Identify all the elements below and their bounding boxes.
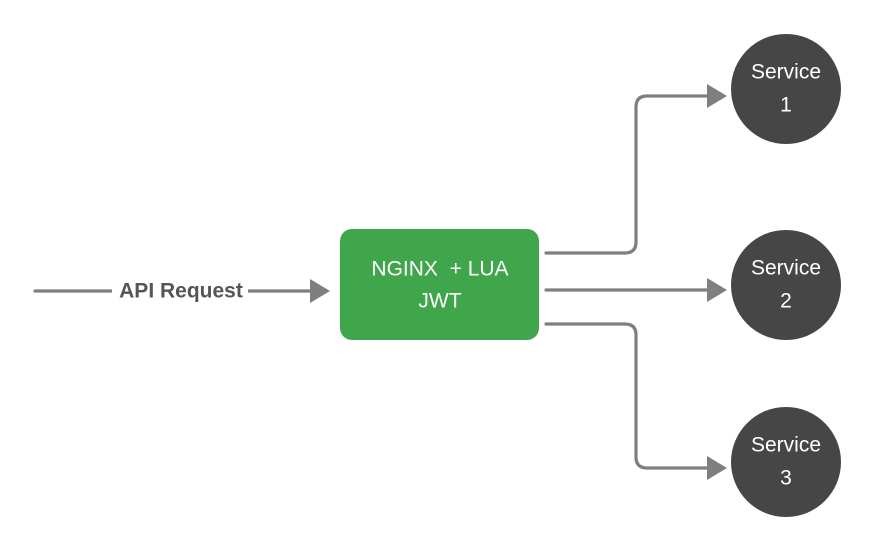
service-3-label-line-2: 3	[780, 467, 792, 490]
service-1-circle	[731, 34, 841, 144]
gateway-node: NGINX + LUA JWT	[340, 229, 539, 340]
service-node-2: Service 2	[731, 230, 841, 340]
api-request-label-background	[112, 274, 248, 308]
gateway-to-service-1-line	[544, 94, 714, 255]
service-2-label-line-1: Service	[751, 257, 821, 280]
api-request-label: API Request	[119, 280, 243, 303]
service-3-label-line-1: Service	[751, 434, 821, 457]
gateway-box	[340, 229, 539, 340]
gateway-to-service-3-edge	[544, 322, 727, 480]
service-2-circle	[731, 230, 841, 340]
gateway-label-line-2: JWT	[418, 290, 461, 313]
api-request-connector: API Request	[33, 274, 330, 308]
gateway-to-service-3-arrowhead	[707, 456, 727, 480]
gateway-to-service-2-edge	[544, 278, 727, 302]
gateway-to-service-1-arrowhead	[707, 84, 727, 108]
service-1-label-line-2: 1	[780, 94, 792, 117]
gateway-to-service-2-arrowhead	[707, 278, 727, 302]
service-2-label-line-2: 2	[780, 290, 792, 313]
gateway-to-service-3-line	[544, 322, 714, 470]
gateway-label-line-1: NGINX + LUA	[371, 258, 508, 281]
service-3-circle	[731, 407, 841, 517]
service-node-3: Service 3	[731, 407, 841, 517]
api-request-arrowhead	[310, 279, 330, 303]
gateway-to-service-1-edge	[544, 84, 727, 255]
service-node-1: Service 1	[731, 34, 841, 144]
service-1-label-line-1: Service	[751, 61, 821, 84]
